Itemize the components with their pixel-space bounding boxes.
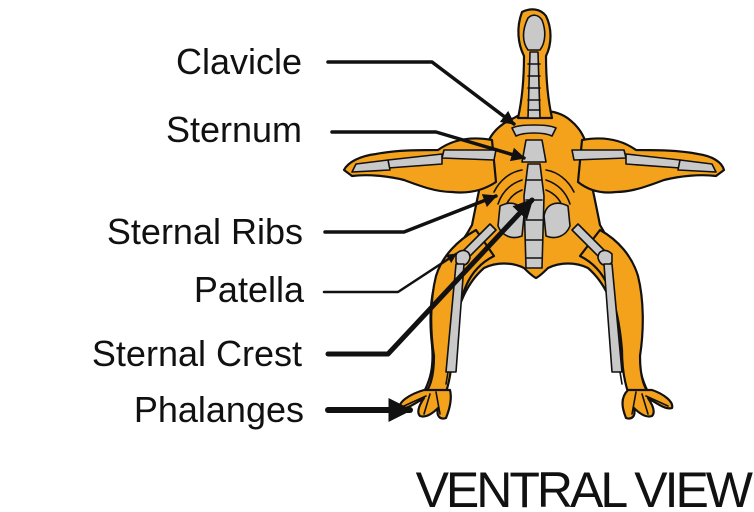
clavicle-leader	[328, 62, 514, 124]
left-humerus	[442, 150, 496, 160]
leader-lines	[324, 62, 532, 410]
skull	[524, 15, 545, 50]
labels: Clavicle Sternum Sternal Ribs Patella St…	[92, 41, 305, 430]
caption-ventral-view: VENTRAL VIEW	[416, 462, 754, 512]
pelvis-bone-right	[544, 203, 570, 237]
label-sternum: Sternum	[166, 109, 302, 150]
feet	[400, 390, 672, 419]
label-sternal-ribs: Sternal Ribs	[107, 211, 303, 252]
label-sternal-crest: Sternal Crest	[92, 333, 302, 374]
cervical-vertebrae	[528, 52, 540, 118]
label-phalanges: Phalanges	[134, 389, 304, 430]
label-clavicle: Clavicle	[176, 41, 302, 82]
right-ankle	[620, 372, 622, 384]
right-humerus	[572, 150, 626, 160]
label-patella: Patella	[194, 269, 305, 310]
